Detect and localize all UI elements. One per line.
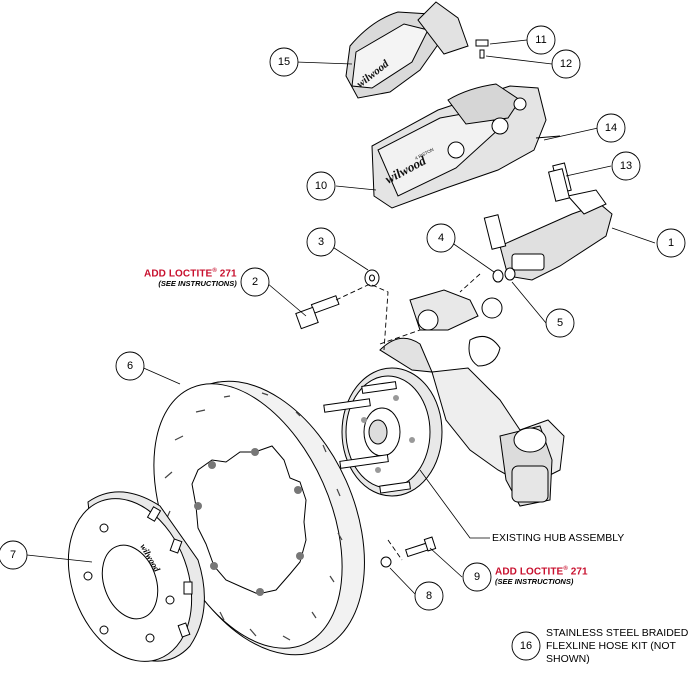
callout-16: 16 (511, 631, 541, 661)
svg-text:8: 8 (426, 590, 432, 602)
svg-text:14: 14 (605, 122, 617, 134)
svg-text:6: 6 (127, 360, 133, 372)
callout-14: 14 (596, 113, 626, 143)
existing-hub-assembly (323, 289, 565, 507)
callouts: 1 2 3 4 5 6 7 8 9 10 11 12 13 14 15 16 (0, 25, 686, 661)
shim-5 (504, 267, 516, 281)
callout-6: 6 (115, 351, 145, 381)
callout-7: 7 (0, 540, 28, 570)
svg-text:4: 4 (438, 232, 444, 244)
svg-text:2: 2 (252, 276, 258, 288)
svg-text:9: 9 (474, 571, 480, 583)
svg-text:5: 5 (557, 317, 563, 329)
svg-text:12: 12 (560, 58, 572, 70)
brake-pads: wilwood (345, 1, 469, 99)
callout-10: 10 (306, 171, 336, 201)
svg-text:1: 1 (668, 237, 674, 249)
callout-1: 1 (656, 228, 686, 258)
caliper-bracket (483, 162, 613, 281)
callout-12: 12 (551, 49, 581, 79)
hat-bolt (380, 536, 437, 568)
callout-4: 4 (426, 223, 456, 253)
callout-8: 8 (414, 581, 444, 611)
mounting-bolt (295, 295, 340, 330)
callout-15: 15 (269, 47, 299, 77)
callout-11: 11 (526, 25, 556, 55)
caliper: wilwood 4 PISTON (371, 83, 547, 209)
callout-9: 9 (462, 562, 492, 592)
loctite-label-bottom: ADD LOCTITE® 271 (SEE INSTRUCTIONS) (495, 566, 588, 587)
svg-text:7: 7 (10, 549, 16, 561)
svg-text:13: 13 (620, 160, 632, 172)
callout-13: 13 (611, 151, 641, 181)
callout-3: 3 (306, 227, 336, 257)
existing-hub-label: EXISTING HUB ASSEMBLY (492, 532, 625, 544)
loctite-label-top: ADD LOCTITE® 271 (SEE INSTRUCTIONS) (144, 268, 237, 289)
bleeder-screw (475, 39, 489, 59)
bracket-bolt (547, 168, 571, 202)
svg-text:15: 15 (278, 56, 290, 68)
svg-text:16: 16 (520, 640, 532, 652)
callout-5: 5 (545, 308, 575, 338)
shim-4 (492, 269, 504, 283)
rotor-hat: wilwood (67, 491, 205, 662)
svg-text:10: 10 (315, 180, 327, 192)
hose-kit-note: STAINLESS STEEL BRAIDED FLEXLINE HOSE KI… (546, 627, 689, 665)
svg-text:11: 11 (535, 34, 546, 46)
callout-2: 2 (240, 267, 270, 297)
svg-text:3: 3 (318, 236, 324, 248)
